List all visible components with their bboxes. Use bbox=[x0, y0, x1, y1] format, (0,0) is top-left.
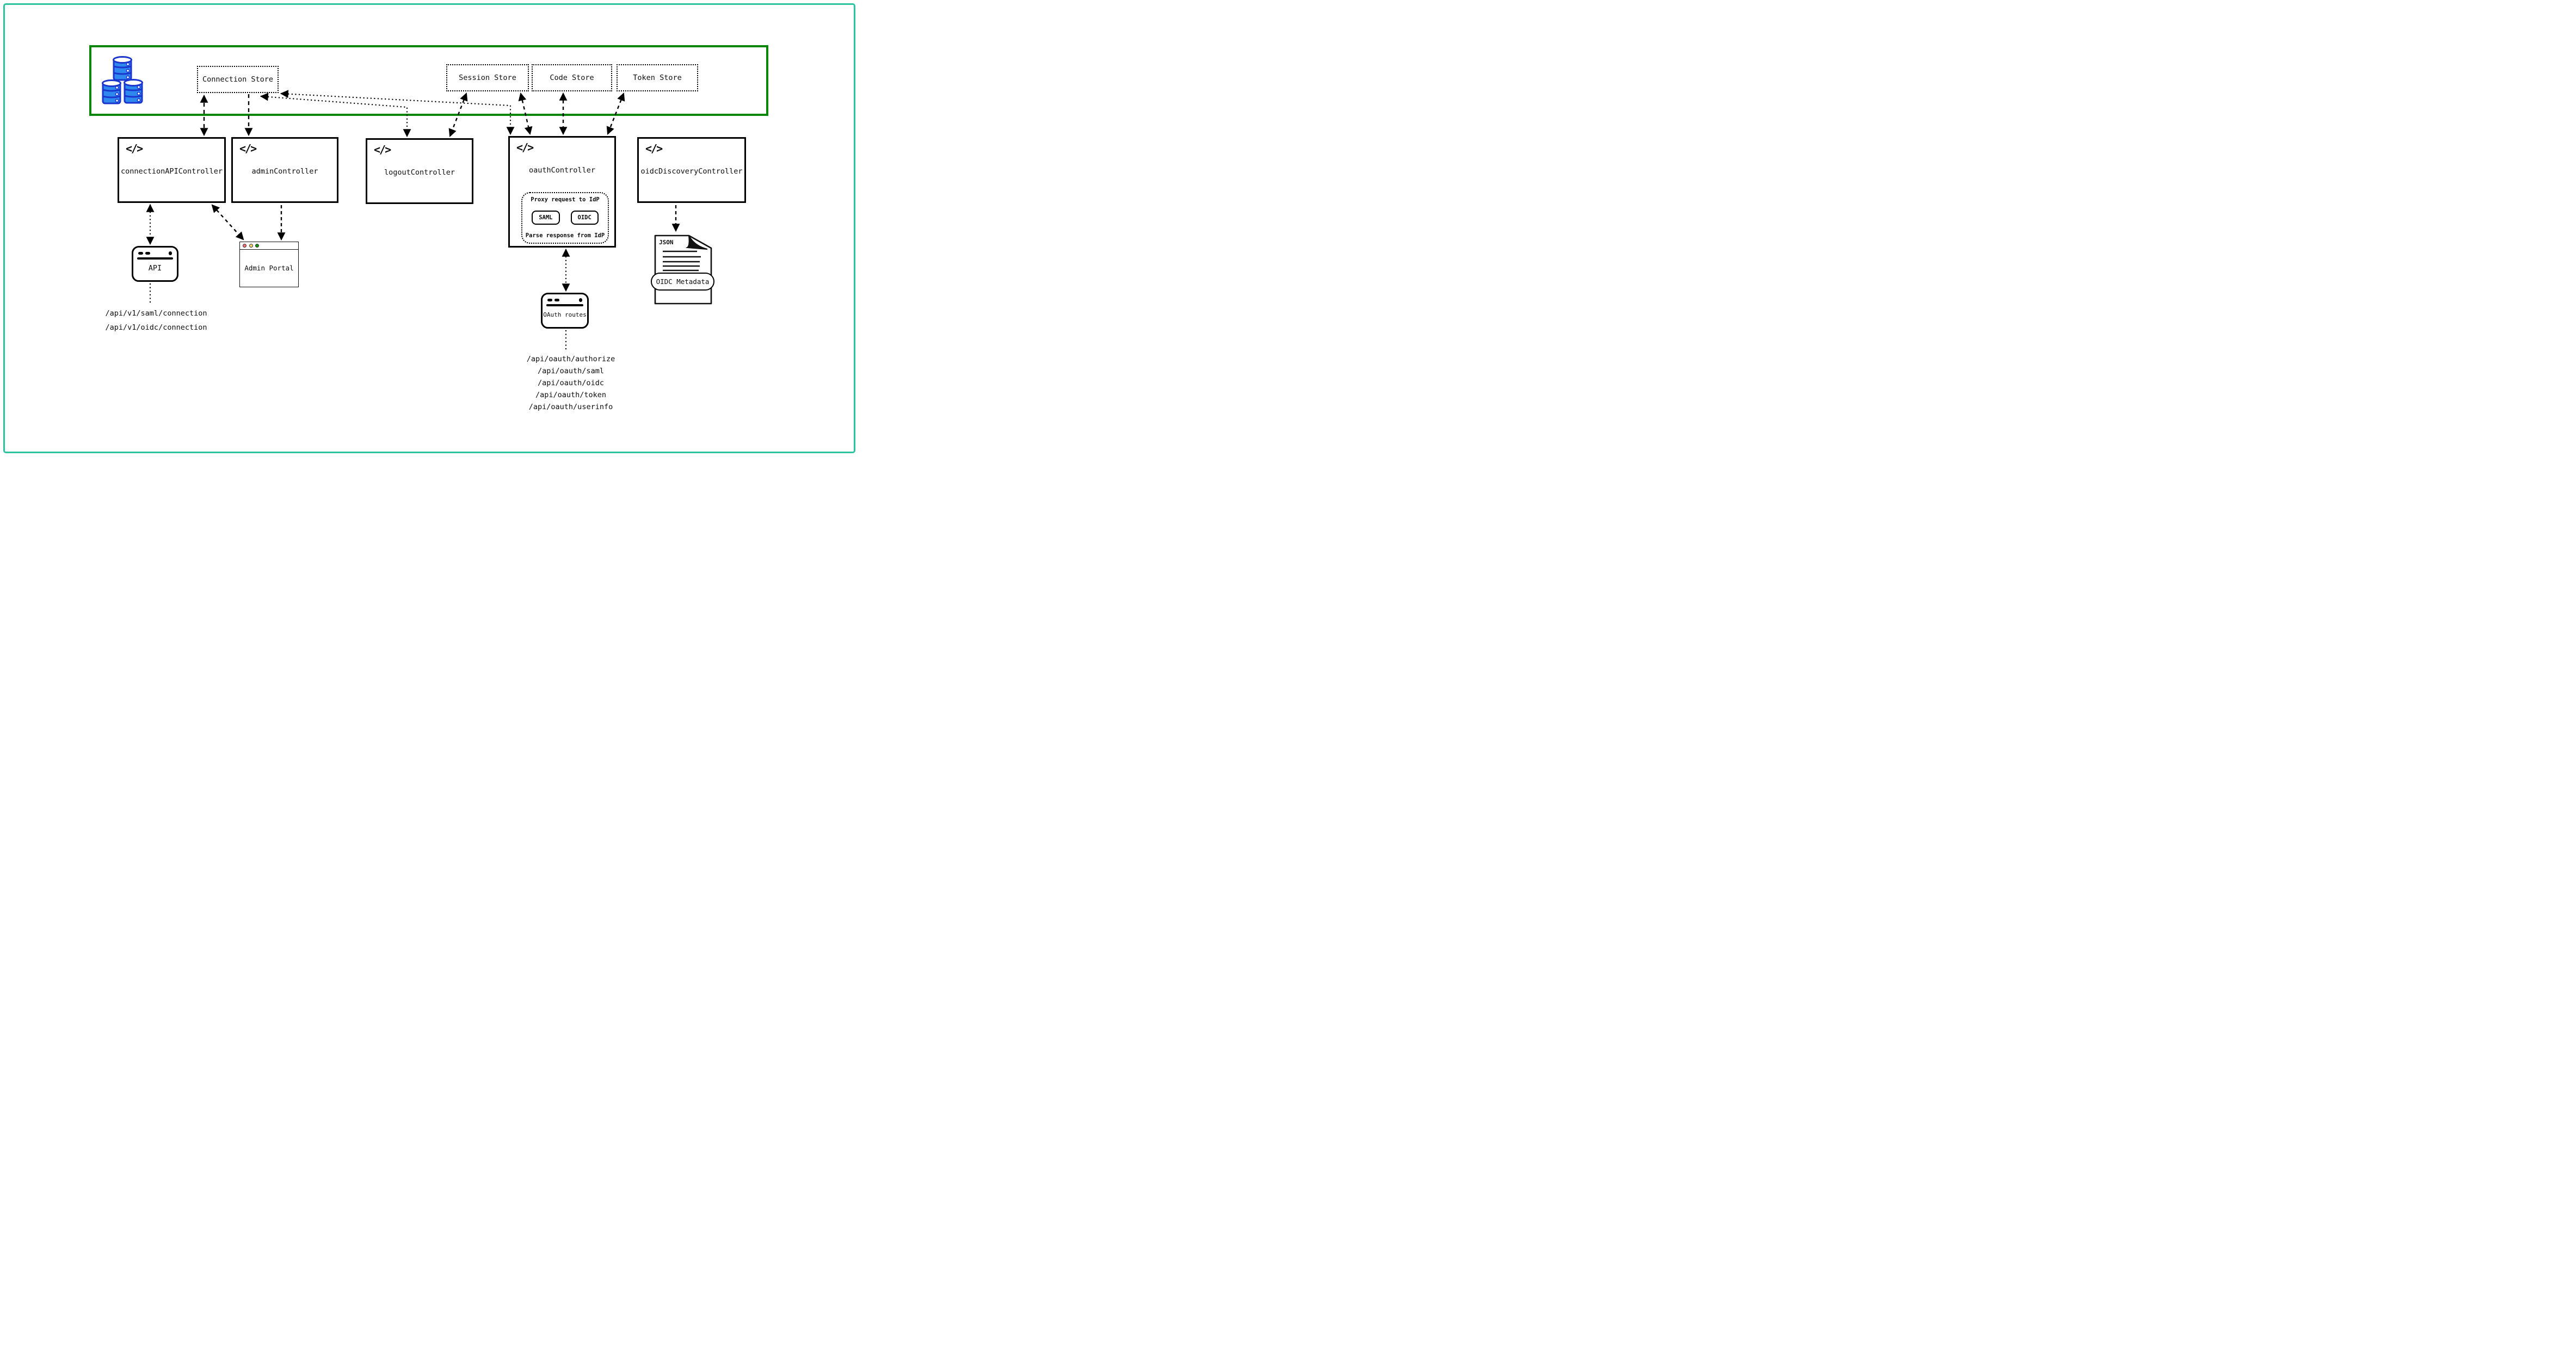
window-dash-icon bbox=[138, 252, 143, 255]
admin-controller-box: </> adminController bbox=[231, 137, 338, 203]
outer-frame bbox=[3, 3, 855, 453]
oauth-routes-label: OAuth routes bbox=[543, 311, 587, 318]
route-item: /api/v1/oidc/connection bbox=[105, 323, 207, 332]
api-label: API bbox=[148, 264, 162, 273]
token-store-label: Token Store bbox=[633, 73, 682, 82]
code-store-box: Code Store bbox=[532, 64, 612, 91]
connection-store-box: Connection Store bbox=[197, 66, 279, 93]
oidc-discovery-controller-box: </> oidcDiscoveryController bbox=[637, 137, 746, 203]
oauth-routes-window-icon: OAuth routes bbox=[541, 293, 589, 329]
route-item: /api/oauth/token bbox=[535, 391, 607, 399]
admin-portal-window: Admin Portal bbox=[239, 242, 299, 287]
route-item: /api/v1/saml/connection bbox=[105, 309, 207, 318]
session-store-box: Session Store bbox=[446, 64, 529, 91]
logout-controller-label: logoutController bbox=[384, 168, 455, 177]
window-toolbar-line bbox=[137, 257, 173, 260]
traffic-light-yellow-icon bbox=[249, 244, 253, 248]
code-icon: </> bbox=[126, 142, 143, 155]
oidc-metadata-pill: OIDC Metadata bbox=[651, 273, 714, 291]
traffic-light-red-icon bbox=[243, 244, 246, 248]
json-document-icon: JSON bbox=[654, 234, 712, 305]
code-icon: </> bbox=[239, 142, 257, 155]
connection-api-controller-label: connectionAPIController bbox=[121, 167, 223, 176]
database-icon bbox=[102, 56, 143, 104]
route-item: /api/oauth/oidc bbox=[538, 379, 604, 387]
window-dash-icon bbox=[145, 252, 150, 255]
code-icon: </> bbox=[645, 142, 663, 155]
idp-proxy-box: Proxy request to IdP SAML OIDC Parse res… bbox=[521, 192, 609, 244]
admin-controller-label: adminController bbox=[251, 167, 318, 176]
traffic-light-green-icon bbox=[255, 244, 259, 248]
oauth-controller-label: oauthController bbox=[529, 166, 595, 175]
route-item: /api/oauth/authorize bbox=[526, 355, 615, 363]
window-dash-icon bbox=[547, 299, 552, 301]
connection-store-label: Connection Store bbox=[202, 75, 274, 84]
api-window-icon: API bbox=[132, 246, 178, 282]
oidc-metadata-document: JSON OIDC Metadata bbox=[651, 233, 716, 305]
window-dash-icon bbox=[554, 299, 559, 301]
json-tag-text: JSON bbox=[659, 239, 674, 246]
session-store-label: Session Store bbox=[459, 73, 516, 82]
code-store-label: Code Store bbox=[550, 73, 594, 82]
logout-controller-box: </> logoutController bbox=[366, 138, 473, 204]
protocol-row: SAML OIDC bbox=[532, 211, 599, 225]
window-dot-icon bbox=[578, 298, 582, 302]
architecture-diagram: Connection Store Session Store Code Stor… bbox=[0, 0, 859, 456]
window-toolbar-line bbox=[546, 304, 583, 306]
oidc-discovery-controller-label: oidcDiscoveryController bbox=[640, 167, 743, 176]
oauth-route-list: /api/oauth/authorize /api/oauth/saml /ap… bbox=[507, 353, 634, 413]
token-store-box: Token Store bbox=[617, 64, 698, 91]
saml-chip: SAML bbox=[532, 211, 560, 225]
admin-portal-label: Admin Portal bbox=[244, 263, 294, 272]
admin-portal-titlebar bbox=[240, 242, 298, 250]
code-icon: </> bbox=[516, 141, 534, 154]
connection-api-route-list: /api/v1/saml/connection /api/v1/oidc/con… bbox=[93, 306, 220, 335]
window-dot-icon bbox=[168, 251, 172, 255]
proxy-request-label: Proxy request to IdP bbox=[531, 196, 600, 203]
route-item: /api/oauth/saml bbox=[538, 367, 604, 375]
code-icon: </> bbox=[374, 143, 391, 156]
oauth-controller-box: </> oauthController Proxy request to IdP… bbox=[508, 136, 616, 248]
parse-response-label: Parse response from IdP bbox=[525, 232, 605, 239]
connection-api-controller-box: </> connectionAPIController bbox=[118, 137, 226, 203]
route-item: /api/oauth/userinfo bbox=[528, 403, 613, 411]
oidc-chip: OIDC bbox=[570, 211, 599, 225]
